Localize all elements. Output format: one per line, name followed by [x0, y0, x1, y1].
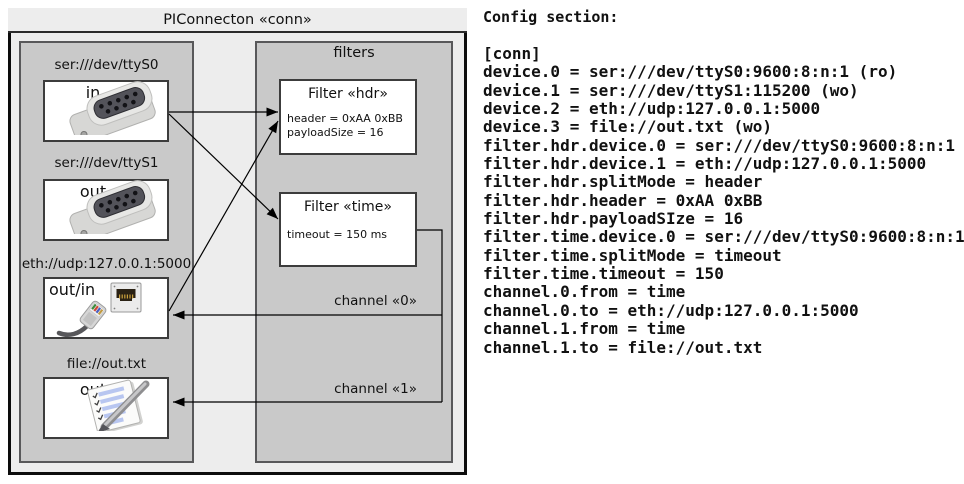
device-direction-label: out/in: [49, 280, 96, 299]
filter-time-title: Filter «time»: [304, 199, 392, 215]
device-box-ttyS1: out: [43, 178, 169, 243]
filter-time-box: Filter «time» timeout = 150 ms: [279, 192, 417, 267]
device-url-ttyS0: ser:///dev/ttyS0: [54, 57, 159, 73]
config-line: filter.time.timeout = 150: [483, 264, 724, 284]
filter-time-timeout-prop: timeout = 150 ms: [287, 228, 388, 241]
config-line: filter.time.device.0 = ser:///dev/ttyS0:…: [483, 227, 964, 247]
config-line: filter.hdr.header = 0xAA 0xBB: [483, 190, 763, 210]
serial-connector-icon: [62, 79, 164, 144]
filter-hdr-header-prop: header = 0xAA 0xBB: [287, 112, 403, 125]
channel-0-label: channel «0»: [334, 293, 417, 309]
config-line: filter.hdr.device.0 = ser:///dev/ttyS0:9…: [483, 135, 956, 155]
ethernet-connector-icon: [47, 282, 165, 342]
config-lines: [conn] device.0 = ser:///dev/ttyS0:9600:…: [483, 44, 964, 357]
config-line: filter.time.splitMode = timeout: [483, 245, 782, 265]
filters-group-label: filters: [333, 45, 375, 61]
config-heading: Config section:: [483, 8, 619, 26]
config-line: [conn]: [483, 44, 541, 63]
config-line: channel.1.from = time: [483, 319, 686, 339]
device-box-file: out: [43, 377, 169, 439]
serial-connector-icon: [62, 178, 164, 243]
notepad-file-icon: [56, 375, 162, 435]
filter-hdr-title: Filter «hdr»: [308, 86, 388, 102]
filter-hdr-payload-prop: payloadSize = 16: [287, 125, 384, 139]
filter-hdr-box: Filter «hdr» header = 0xAA 0xBB payloadS…: [279, 79, 417, 155]
device-url-file: file://out.txt: [66, 356, 147, 372]
config-line: channel.1.to = file://out.txt: [483, 337, 763, 357]
config-line: filter.hdr.splitMode = header: [483, 172, 763, 192]
config-line: device.1 = ser:///dev/ttyS1:115200 (wo): [483, 80, 859, 100]
config-line: filter.hdr.device.1 = eth://udp:127.0.0.…: [483, 154, 927, 174]
config-line: channel.0.from = time: [483, 282, 686, 302]
config-line: device.2 = eth://udp:127.0.0.1:5000: [483, 99, 821, 119]
diagram-title: PIConnecton «conn»: [8, 8, 467, 33]
config-line: filter.hdr.payloadSIze = 16: [483, 209, 744, 229]
config-line: device.3 = file://out.txt (wo): [483, 117, 772, 137]
config-line: channel.0.to = eth://udp:127.0.0.1:5000: [483, 300, 859, 320]
device-box-ttyS0: in: [43, 79, 169, 144]
channel-1-label: channel «1»: [334, 381, 417, 397]
device-box-eth: out/in: [43, 277, 169, 339]
device-url-eth: eth://udp:127.0.0.1:5000: [21, 256, 192, 272]
device-url-ttyS1: ser:///dev/ttyS1: [54, 155, 159, 171]
config-line: device.0 = ser:///dev/ttyS0:9600:8:n:1 (…: [483, 62, 898, 82]
